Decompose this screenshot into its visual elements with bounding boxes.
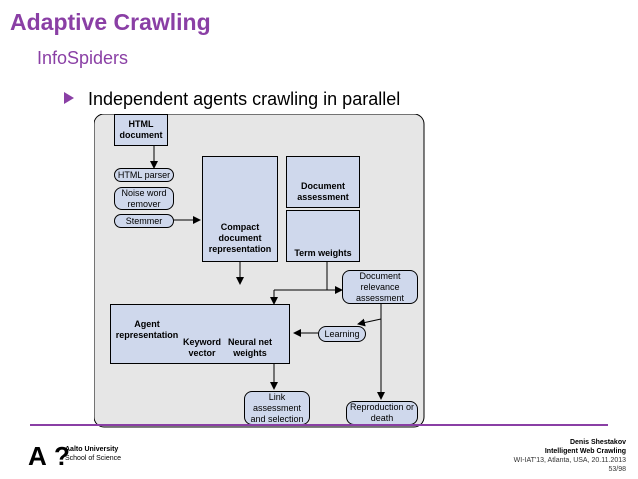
noise-word-remover-pill: Noise word remover (114, 187, 174, 210)
html-parser-pill: HTML parser (114, 168, 174, 182)
bullet-text: Independent agents crawling in parallel (88, 89, 401, 109)
compact-document-box: Compact document representation (202, 156, 278, 262)
document-assessment-box: Document assessment (286, 156, 360, 208)
neural-net-weights-label: Neural net weights (227, 337, 272, 358)
footer-page: 53/98 (608, 466, 626, 473)
term-weights-box: Term weights (286, 210, 360, 262)
learning-pill: Learning (318, 326, 366, 342)
reproduction-pill: Reproduction or death (346, 401, 418, 425)
link-assessment-pill: Link assessment and selection (244, 391, 310, 425)
aalto-logo-question-icon: ? (54, 441, 70, 471)
keyword-vector-label: Keyword vector (182, 337, 221, 358)
footer-event: WI-IAT'13, Atlanta, USA, 20.11.2013 (513, 457, 626, 464)
stemmer-pill: Stemmer (114, 214, 174, 228)
slide-subtitle: InfoSpiders (37, 48, 129, 68)
aalto-logo-icon: A (28, 441, 47, 471)
agent-representation-box (110, 304, 290, 364)
document-relevance-pill: Document relevance assessment (342, 270, 418, 304)
university-block: Aalto University School of Science (65, 445, 121, 463)
school-name: School of Science (65, 455, 122, 462)
footer-info: Denis Shestakov Intelligent Web Crawling… (514, 438, 626, 474)
footer-author: Denis Shestakov (569, 439, 626, 446)
agent-representation-label: Agent representation (115, 319, 179, 340)
university-name: Aalto University (65, 446, 119, 453)
bullet-triangle-icon (64, 92, 74, 104)
footer-course: Intelligent Web Crawling (544, 448, 626, 455)
slide-title: Adaptive Crawling (10, 9, 211, 35)
footer-divider (30, 424, 608, 426)
html-document-box: HTML document (114, 114, 168, 146)
